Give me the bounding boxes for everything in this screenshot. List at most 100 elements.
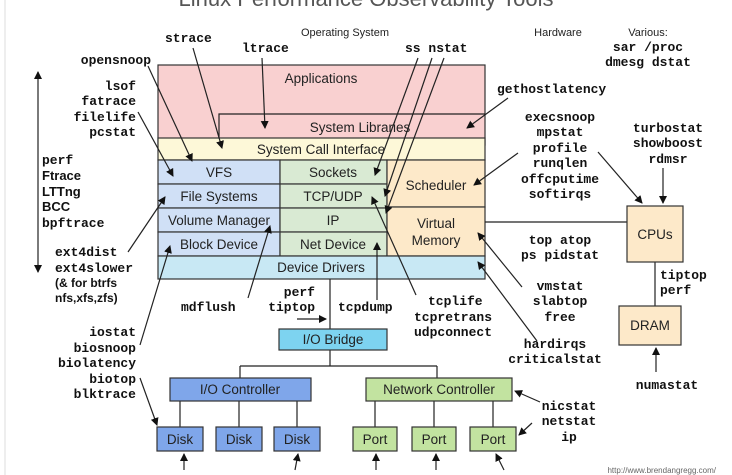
port	[469, 426, 517, 452]
dram	[618, 305, 682, 346]
tool-tcp: tcplife	[428, 294, 483, 309]
tool-net: nicstat	[542, 399, 597, 414]
header-hardware: Hardware	[534, 27, 582, 39]
disk-label: Disk	[226, 432, 252, 447]
sockets-layer	[279, 159, 388, 185]
arrow-icon	[383, 57, 433, 197]
tool-tcp: udpconnect	[414, 325, 492, 340]
tool-tcp: tcpretrans	[414, 310, 492, 325]
vfs-layer	[157, 159, 281, 185]
tool-gethostlatency: gethostlatency	[497, 82, 606, 97]
tool-arrows	[127, 47, 667, 471]
tool-bridge: tiptop	[268, 300, 315, 315]
io-controller	[169, 377, 312, 402]
io-controller-label: I/O Controller	[200, 382, 281, 397]
tool-tracer: bpftrace	[42, 216, 105, 231]
tool-fs: (& for btrfs	[55, 276, 117, 290]
tool-block: biosnoop	[74, 341, 137, 356]
disk	[156, 426, 204, 452]
port-label: Port	[422, 432, 447, 447]
disk	[215, 426, 263, 452]
tool-ltrace: ltrace	[242, 41, 289, 56]
tool-file: fatrace	[81, 94, 136, 109]
arrow-icon	[139, 377, 159, 426]
port-label: Port	[363, 432, 388, 447]
tool-block: biotop	[89, 372, 136, 387]
tool-proc: top atop	[529, 233, 592, 248]
arrow-icon	[371, 196, 417, 296]
tool-mdflush: mdflush	[181, 300, 236, 315]
file-systems-label: File Systems	[180, 189, 258, 204]
disk	[273, 426, 321, 452]
tool-opensnoop: opensnoop	[81, 53, 151, 68]
tool-irq: hardirqs	[524, 337, 587, 352]
virtual-memory-label: Memory	[412, 233, 461, 248]
tool-fs: nfs,xfs,zfs)	[55, 291, 118, 305]
tool-tracer: BCC	[42, 199, 71, 214]
tool-net: netstat	[542, 414, 597, 429]
port	[352, 426, 398, 452]
arrow-icon	[127, 196, 166, 253]
tool-cpu: profile	[533, 141, 588, 156]
tool-file: pcstat	[89, 125, 136, 140]
arrow-icon	[518, 422, 533, 436]
dram-label: DRAM	[630, 318, 670, 333]
arrow-icon	[373, 57, 419, 176]
arrow-icon	[473, 152, 519, 186]
tool-msr: turbostat	[633, 121, 703, 136]
tool-cpu: execsnoop	[525, 110, 595, 125]
tool-tracer: Ftrace	[42, 168, 81, 183]
arrow-icon	[247, 225, 272, 299]
various-tool: dmesg dstat	[605, 55, 691, 70]
net-device-label: Net Device	[300, 237, 366, 252]
arrow-icon	[137, 111, 174, 177]
tool-tracer: LTTng	[42, 184, 81, 199]
tool-file: lsof	[105, 79, 136, 94]
tool-fs: ext4dist	[55, 245, 117, 260]
tool-cpu: offcputime	[521, 172, 599, 187]
tool-mem: slabtop	[533, 294, 588, 309]
tool-cpu: softirqs	[529, 187, 592, 202]
tool-irq: criticalstat	[508, 352, 602, 367]
port-label: Port	[481, 432, 506, 447]
os-stack: Applications System Libraries System Cal…	[157, 64, 486, 280]
tool-block: iostat	[89, 325, 136, 340]
watermark: http://www.brendangregg.com/	[607, 466, 716, 475]
header-os: Operating System	[301, 27, 389, 39]
arrow-icon	[477, 261, 538, 342]
cpus	[626, 205, 684, 263]
sockets-label: Sockets	[309, 165, 357, 180]
arrow-icon	[260, 57, 269, 129]
tcp-udp-layer	[279, 183, 388, 209]
disk-label: Disk	[284, 432, 310, 447]
tool-block: blktrace	[74, 387, 137, 402]
arrow-icon	[384, 57, 445, 214]
tool-mem: vmstat	[537, 279, 584, 294]
tool-strace: strace	[165, 31, 212, 46]
tool-file: filelife	[74, 110, 137, 125]
cpus-label: CPUs	[637, 227, 673, 242]
ip-layer	[279, 207, 388, 233]
applications-label: Applications	[285, 71, 358, 86]
system-libraries-outline	[218, 113, 485, 138]
syscall-label: System Call Interface	[257, 142, 385, 157]
disk-label: Disk	[167, 432, 193, 447]
network-controller	[365, 377, 513, 402]
vfs-label: VFS	[206, 165, 232, 180]
arrow-icon	[597, 151, 643, 204]
arrow-icon	[477, 232, 523, 288]
title: Linux Performance Observability Tools	[179, 0, 554, 11]
ip-label: IP	[327, 213, 340, 228]
network-controller-label: Network Controller	[383, 382, 495, 397]
tool-numastat: numastat	[636, 378, 698, 393]
tool-bridge: perf	[284, 285, 315, 300]
volume-manager-label: Volume Manager	[168, 213, 271, 228]
port	[411, 426, 457, 452]
tool-ss-nstat: ss nstat	[405, 41, 467, 56]
tool-block: biolatency	[58, 356, 136, 371]
tool-msr: rdmsr	[648, 152, 687, 167]
device-drivers-label: Device Drivers	[277, 260, 365, 275]
tool-bus: tiptop	[660, 268, 707, 283]
tool-cpu: runqlen	[533, 156, 588, 171]
